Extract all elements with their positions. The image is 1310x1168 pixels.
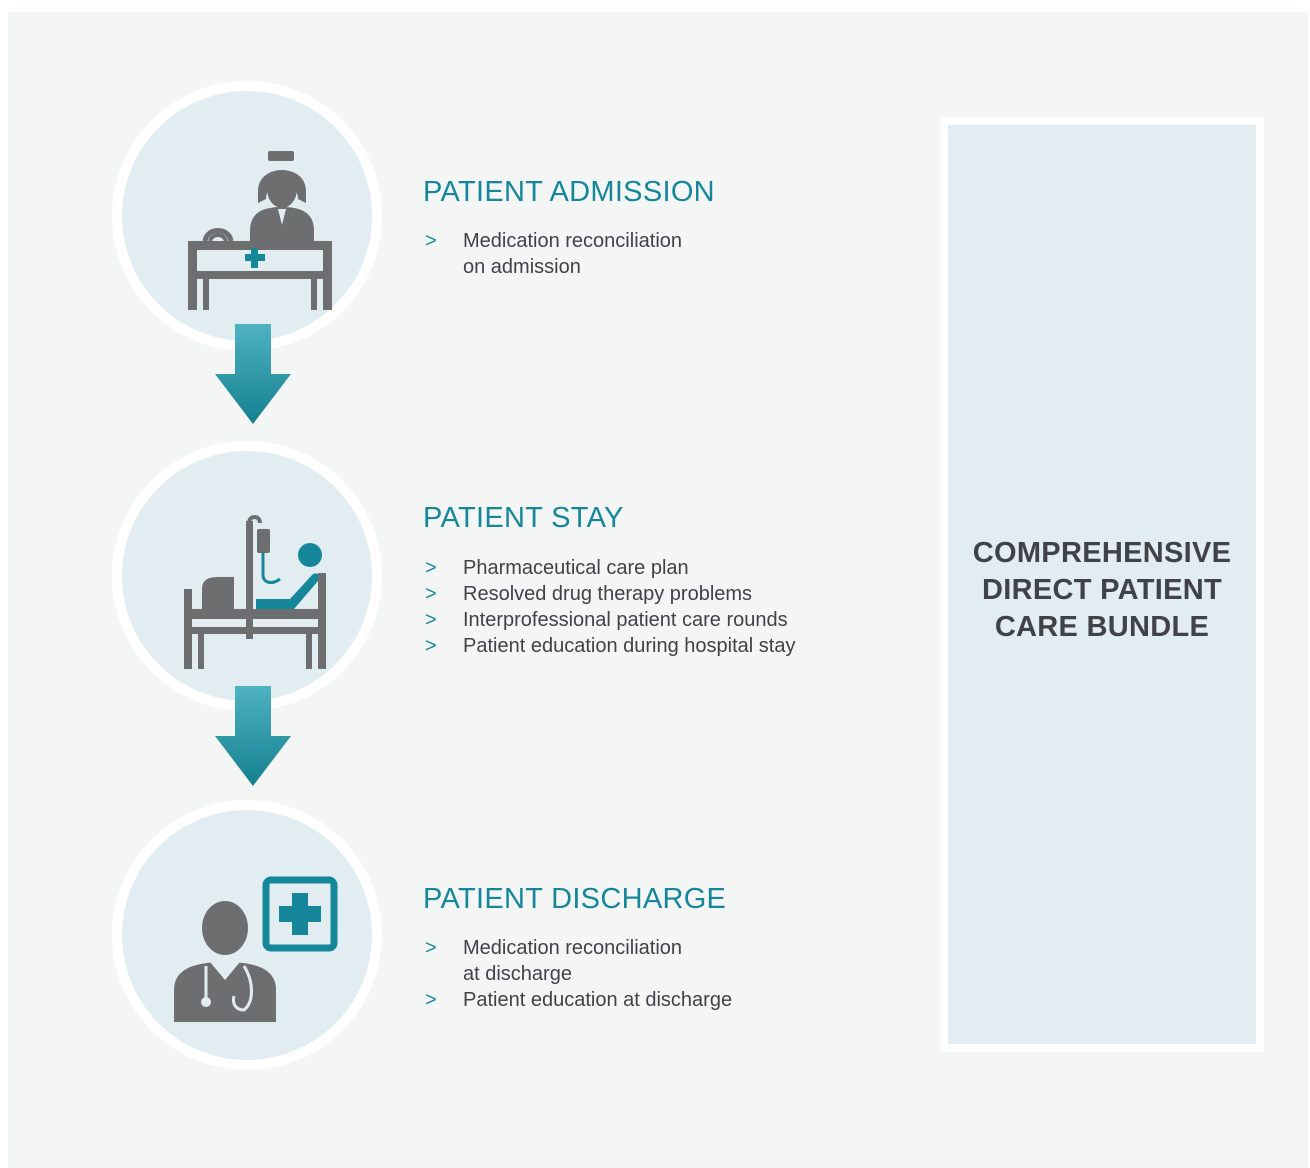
list-item: > Resolved drug therapy problems	[423, 581, 795, 607]
stay-bullet-list: > Pharmaceutical care plan > Resolved drug…	[423, 555, 795, 659]
discharge-bullet-list: >Medication reconciliation at discharge …	[423, 935, 732, 1013]
nurse-at-desk-icon	[188, 151, 332, 310]
discharge-circle	[112, 800, 382, 1070]
list-item: > Patient education at discharge	[423, 987, 732, 1013]
bullet-text: Medication reconciliation at discharge	[463, 937, 683, 985]
bullet-text: Patient education at discharge	[463, 989, 733, 1011]
bullet-text: Interprofessional patient care rounds	[463, 609, 788, 631]
bullet-text: Resolved drug therapy problems	[463, 583, 753, 605]
admission-circle	[112, 81, 382, 351]
bullet-marker: >	[425, 937, 437, 959]
admission-bullet-list: > Medication reconciliation on admission	[423, 228, 682, 280]
bullet-marker: >	[425, 557, 437, 579]
list-item: > Medication reconciliation on admission	[423, 228, 682, 280]
stage-title-discharge: PATIENT DISCHARGE	[423, 883, 727, 915]
bullet-marker: >	[425, 583, 437, 605]
list-item: > Medication reconciliation at discharge	[423, 935, 732, 987]
list-item: > Pharmaceutical care plan	[423, 555, 795, 581]
arrow-down-icon	[215, 686, 291, 786]
arrow-down-icon	[215, 324, 291, 424]
bullet-marker: >	[425, 989, 437, 1011]
bullet-text: Medication reconciliation on admission	[463, 230, 683, 278]
list-item: > Interprofessional patient care rounds	[423, 607, 795, 633]
bullet-marker: >	[425, 609, 437, 631]
doctor-with-cross-icon	[174, 876, 338, 1022]
care-bundle-label: COMPREHENSIVE DIRECT PATIENT CARE BUNDLE	[972, 537, 1232, 643]
list-item: > Patient education during hospital stay	[423, 633, 795, 659]
care-bundle-panel: COMPREHENSIVE DIRECT PATIENT CARE BUNDLE	[948, 125, 1256, 1044]
care-bundle-box: COMPREHENSIVE DIRECT PATIENT CARE BUNDLE	[940, 117, 1264, 1052]
bullet-marker: >	[425, 230, 437, 252]
stay-circle	[112, 441, 382, 711]
bullet-marker: >	[425, 635, 437, 657]
bullet-text: Pharmaceutical care plan	[463, 557, 689, 579]
patient-in-bed-icon	[184, 515, 326, 669]
stage-title-admission: PATIENT ADMISSION	[423, 176, 715, 208]
stage-title-stay: PATIENT STAY	[423, 502, 624, 534]
bullet-text: Patient education during hospital stay	[463, 635, 796, 657]
